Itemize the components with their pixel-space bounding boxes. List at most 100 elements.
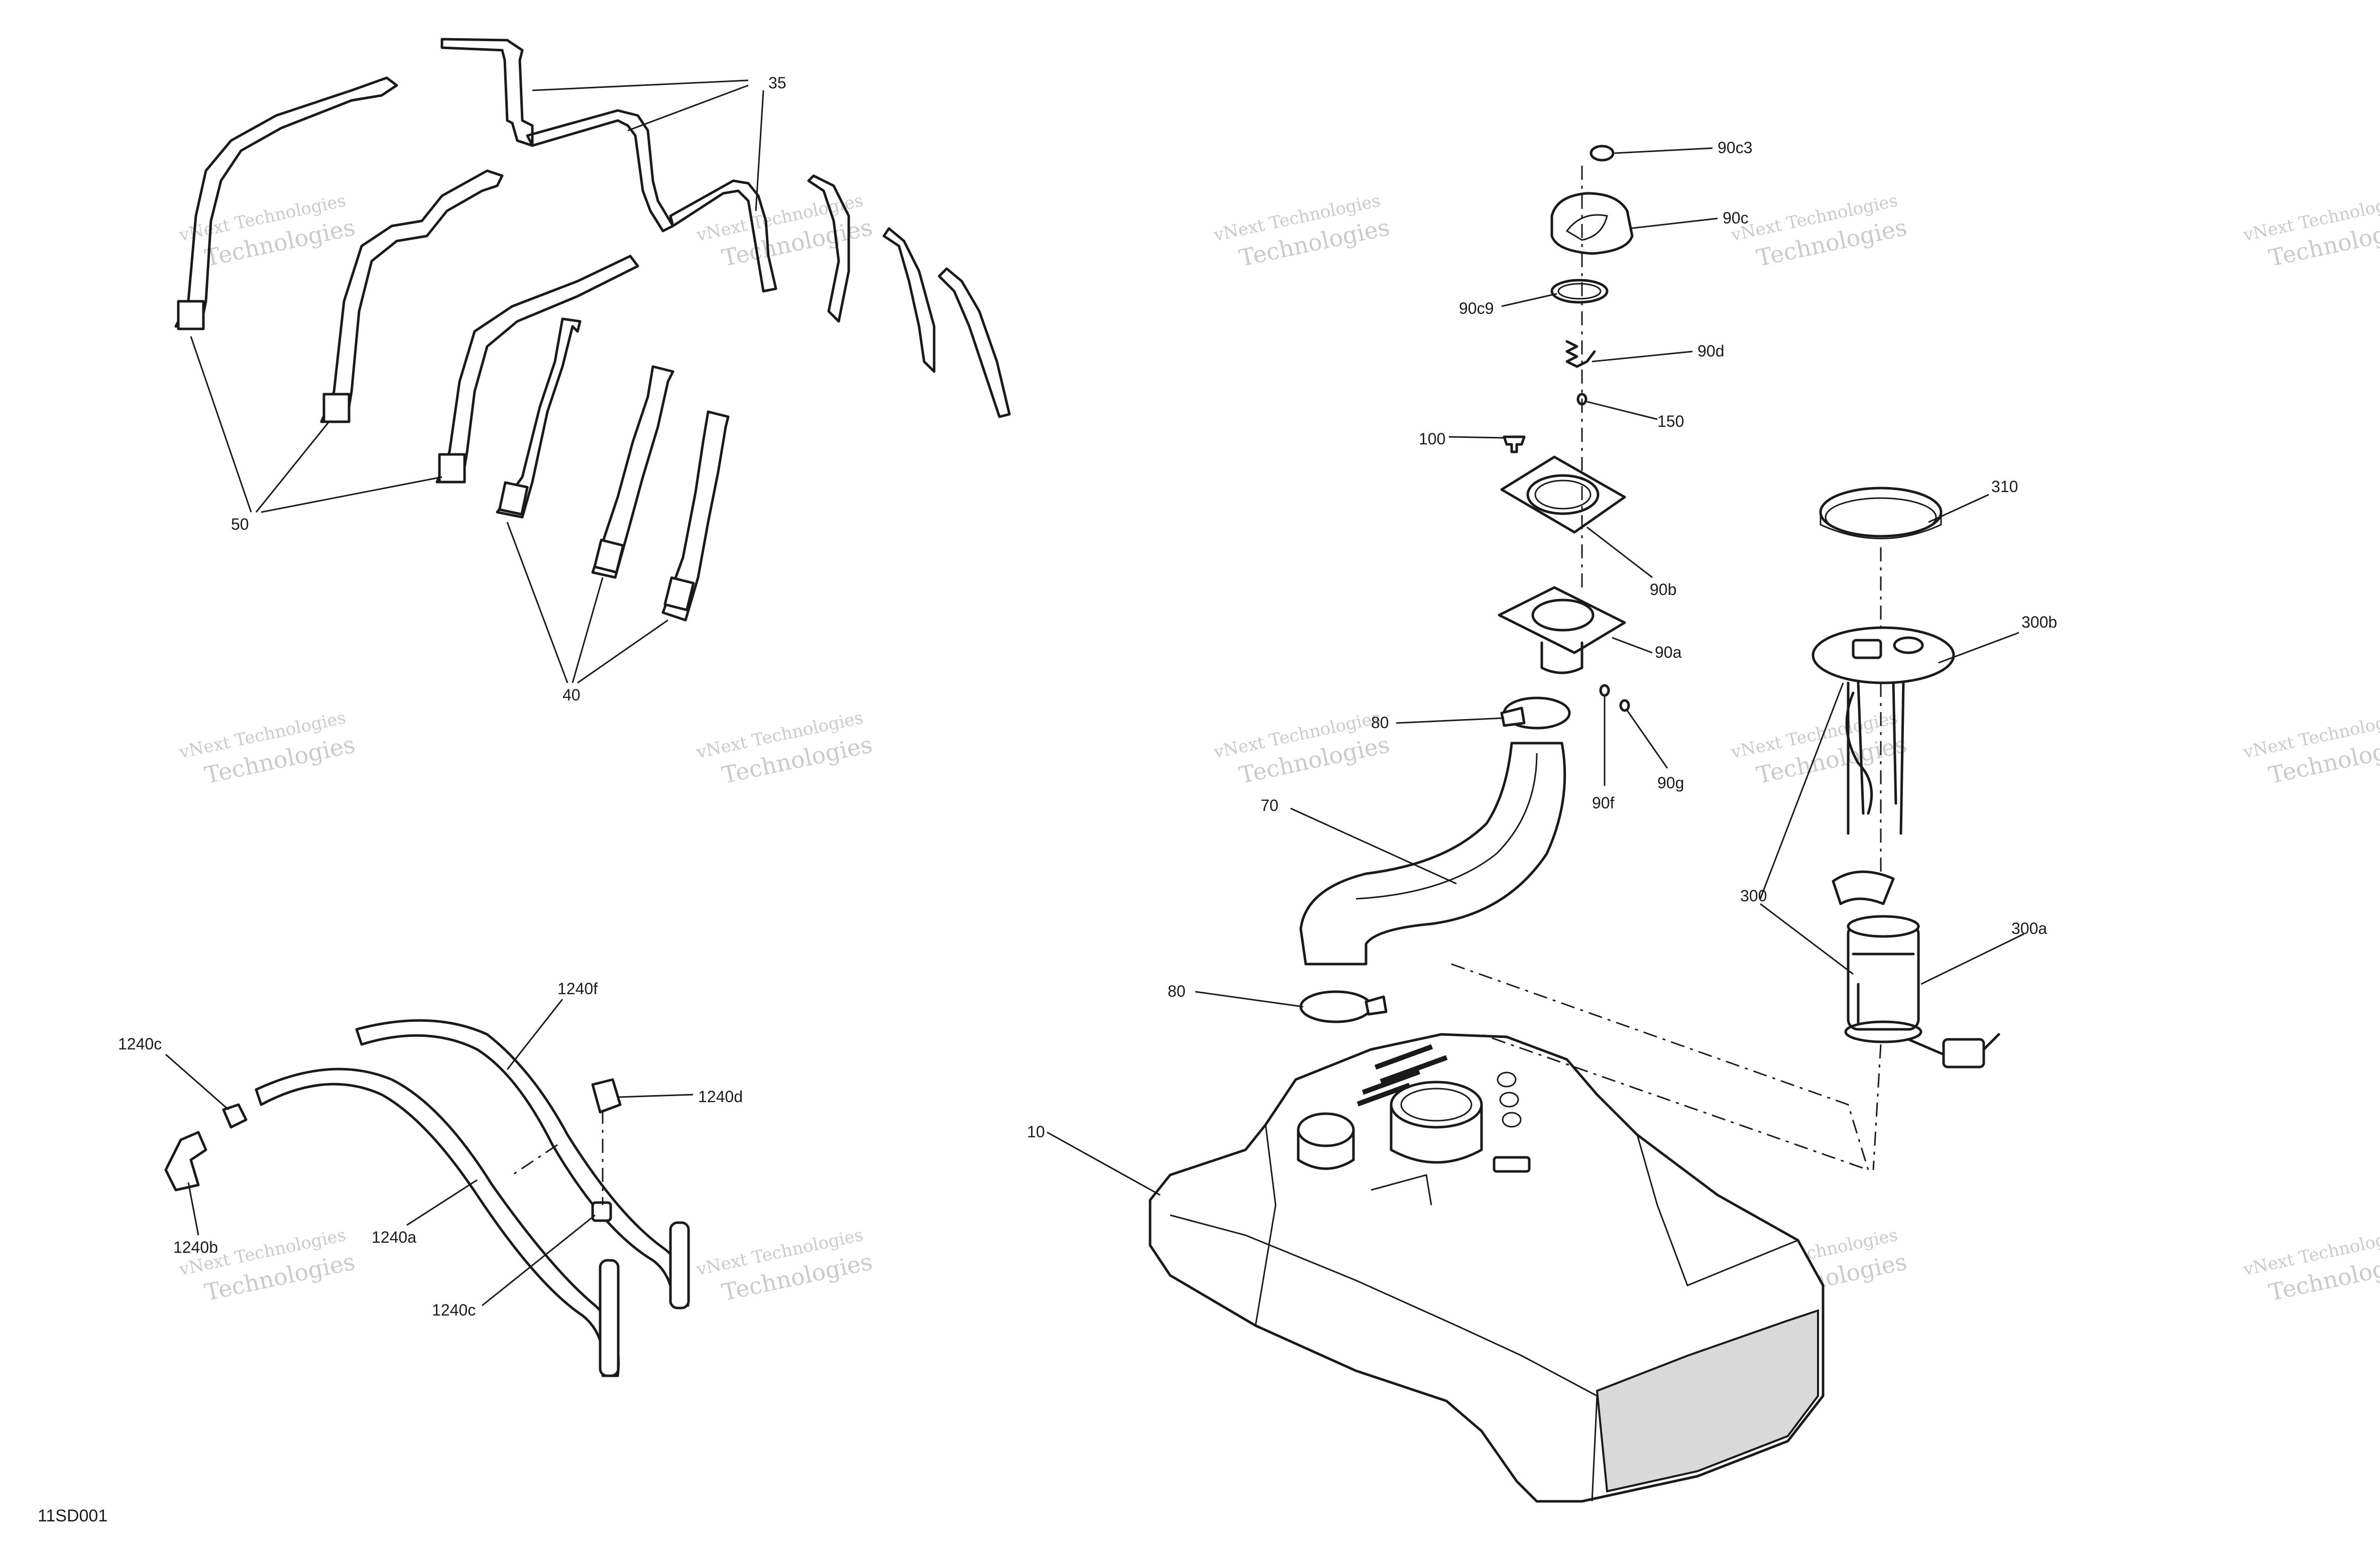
callout-300: 300: [1740, 887, 1767, 905]
leader-80-bottom: [1195, 991, 1304, 1008]
leader-90c9: [1501, 293, 1557, 307]
callout-1240c-bottom: 1240c: [432, 1301, 476, 1319]
callout-90a: 90a: [1655, 643, 1682, 661]
leader-310: [1928, 494, 1989, 523]
hose-1240a-end: [599, 1259, 620, 1377]
pump-300b-lines: [1847, 681, 1905, 835]
float-wire: [1982, 1033, 2000, 1051]
callout-1240f: 1240f: [557, 980, 598, 998]
clamp-80-bottom: [1299, 990, 1373, 1023]
leader-90d: [1592, 350, 1693, 363]
fuel-tank-shaded-side: [1596, 1309, 1819, 1493]
leader-70: [1290, 807, 1457, 885]
fuel-tank-contour: [1636, 1134, 1798, 1286]
tank-top-mark: [1371, 1174, 1432, 1206]
callout-90g: 90g: [1657, 774, 1684, 792]
assembly-line: [1451, 963, 1870, 1171]
strap-50-b: [320, 169, 504, 423]
callout-80-top: 80: [1371, 714, 1389, 732]
watermark: vNext Technologies Technologies: [695, 1225, 875, 1306]
strap-40-a: [496, 317, 582, 519]
strap-50-c: [435, 255, 639, 484]
oring-90c9: [1550, 279, 1609, 304]
watermark: vNext Technologies Technologies: [2241, 1225, 2380, 1306]
tank-top-tab: [1493, 1156, 1531, 1173]
connector-1240d: [591, 1078, 622, 1114]
pump-300b-nipple: [1893, 636, 1924, 654]
callout-1240a: 1240a: [372, 1228, 416, 1246]
callout-90c3: 90c3: [1718, 139, 1752, 157]
strap-40-b: [591, 365, 674, 579]
watermark: vNext Technologies Technologies: [177, 190, 358, 272]
hose-1240a: [255, 1067, 620, 1377]
filler-hose-group: [1299, 696, 1571, 1023]
tank-filler-inlet-wall: [1297, 1128, 1355, 1170]
fuel-tank-contour: [1170, 1214, 1598, 1397]
callout-90d: 90d: [1697, 342, 1724, 360]
hose-70: [1299, 742, 1566, 966]
callout-100: 100: [1419, 430, 1445, 448]
callout-150: 150: [1657, 412, 1684, 430]
strap-40-c: [661, 410, 730, 622]
spring-90d: [1565, 340, 1596, 368]
flange-90b-ring-inner: [1534, 480, 1592, 510]
watermark: vNext Technologies Technologies: [1212, 707, 1392, 789]
strap-group-50: [174, 76, 639, 484]
callout-300b: 300b: [2021, 613, 2057, 631]
pump-300b-connector: [1852, 639, 1882, 659]
assembly-line: [1872, 1044, 1882, 1170]
strap-50-a: [174, 76, 398, 328]
strap-35-c: [669, 179, 777, 293]
leader-100: [1448, 436, 1505, 439]
oring-90c9-inner: [1557, 283, 1602, 300]
callout-40: 40: [562, 686, 581, 704]
watermark: vNext Technologies Technologies: [177, 1225, 358, 1306]
connector-1240c-top: [222, 1103, 248, 1129]
pump-300b-wire: [1845, 691, 1873, 815]
fuel-tank-contour: [1255, 1124, 1277, 1326]
watermark: vNext Technologies Technologies: [2241, 707, 2380, 789]
callout-90b: 90b: [1650, 580, 1676, 599]
fuel-tank-contour: [1591, 1395, 1598, 1502]
strap-50-b-clip: [322, 393, 351, 423]
leader-1240a: [406, 1179, 478, 1226]
leader-80-top: [1396, 717, 1505, 724]
pump-300b-flange: [1811, 626, 1955, 684]
ring-310-inner: [1825, 497, 1937, 537]
leader-1240b: [187, 1182, 199, 1236]
float-sensor: [1942, 1038, 1985, 1069]
strap-35-a: [440, 38, 534, 147]
diagram-code: 11SD001: [38, 1506, 107, 1525]
callout-50: 50: [231, 515, 249, 533]
callout-1240b: 1240b: [173, 1238, 218, 1256]
callout-300a: 300a: [2011, 919, 2047, 937]
leader-300a: [1920, 933, 2024, 985]
callout-80-bottom: 80: [1168, 982, 1186, 1000]
neck-base-90a-spout: [1540, 641, 1583, 674]
callout-35: 35: [768, 74, 786, 92]
leader-50: [190, 336, 442, 513]
pump-300a-base: [1844, 1020, 1922, 1043]
tank-pump-mount-wall: [1390, 1103, 1483, 1164]
cap-90c-opening: [1565, 214, 1608, 241]
leader-1240c-bottom: [482, 1214, 596, 1307]
callout-310: 310: [1991, 478, 2018, 496]
leader-90b: [1586, 526, 1653, 578]
leader-1240c-top: [165, 1053, 229, 1111]
leader-150: [1586, 401, 1658, 420]
neck-base-90a-top: [1531, 599, 1595, 632]
part-90f: [1599, 684, 1610, 697]
leader-1240f: [506, 999, 563, 1070]
strap-group-35: [440, 38, 1011, 418]
strap-40-a-clip: [498, 481, 529, 516]
callout-90c: 90c: [1723, 209, 1749, 227]
cap-90c: [1550, 192, 1634, 255]
strap-35-b: [526, 109, 674, 232]
watermark: vNext Technologies Technologies: [2241, 190, 2380, 272]
callout-1240d: 1240d: [698, 1088, 743, 1106]
fuel-tank: [1149, 963, 1870, 1503]
float-arm: [1907, 1038, 1945, 1056]
tank-pump-mount-inner: [1400, 1088, 1472, 1122]
vent-hose-group: [164, 1019, 690, 1377]
